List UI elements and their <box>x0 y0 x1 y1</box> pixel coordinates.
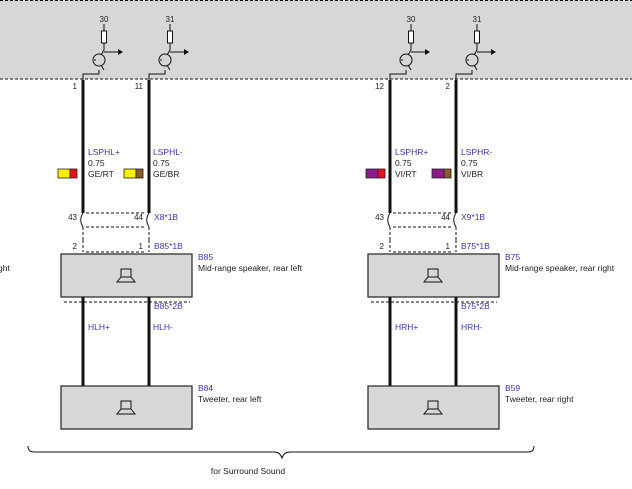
wire-gauge-label: 0.75 <box>88 158 105 168</box>
connector-pin-label: 43 <box>375 213 384 222</box>
connector-pin-label: 44 <box>134 213 143 222</box>
left-channel: LSPHL+ 0.75 GE/RT LSPHL- 0.75 GE/BR 43 4… <box>57 80 303 430</box>
control-unit-housing <box>0 0 632 80</box>
supply-pin-label: 31 <box>166 15 175 24</box>
wire-color-label: VI/RT <box>395 169 417 179</box>
component-description: Mid-range speaker, rear right <box>505 263 615 273</box>
wire-signal-label: LSPHR- <box>461 147 492 157</box>
component-id: B59 <box>505 383 520 393</box>
wire-signal-label: LSPHR+ <box>395 147 428 157</box>
output-pin-12: 12 <box>375 82 384 91</box>
connector-ref-label: B75*1B <box>461 241 490 251</box>
midrange-speaker-b85: B85 Mid-range speaker, rear left <box>60 252 303 298</box>
right-channel: LSPHR+ 0.75 VI/RT LSPHR- 0.75 VI/BR 43 4… <box>365 80 615 430</box>
supply-pin-label: 31 <box>473 15 482 24</box>
transistor-2: 31 <box>158 15 189 71</box>
component-id: B84 <box>198 383 213 393</box>
connector-x8: 43 44 X8*1B <box>68 212 178 228</box>
speaker-icon <box>422 400 444 415</box>
component-description: Tweeter, rear left <box>198 394 262 404</box>
wire-color-label: VI/BR <box>461 169 483 179</box>
connector-pin-label: 1 <box>446 242 451 251</box>
wire-color-swatch <box>365 168 386 179</box>
connector-b85-2b: B85*2B <box>64 301 190 311</box>
output-pin-2: 2 <box>446 82 451 91</box>
supply-pin-label: 30 <box>407 15 416 24</box>
connector-b85-1b: 2 1 B85*1B <box>73 240 183 253</box>
component-description: Tweeter, rear right <box>505 394 574 404</box>
connector-pin-label: 2 <box>380 242 385 251</box>
wire-signal-label: HRH- <box>461 322 482 332</box>
speaker-icon <box>422 268 444 283</box>
transistor-3: 30 <box>399 15 430 71</box>
wire-signal-label: HLH+ <box>88 322 110 332</box>
midrange-speaker-b75: B75 Mid-range speaker, rear right <box>367 252 615 298</box>
component-id: B75 <box>505 252 520 262</box>
wire-signal-label: LSPHL- <box>153 147 183 157</box>
connector-ref-label: X8*1B <box>154 212 178 222</box>
connector-pin-label: 43 <box>68 213 77 222</box>
speaker-icon <box>115 268 137 283</box>
wire-gauge-label: 0.75 <box>461 158 478 168</box>
connector-ref-label: B75*2B <box>461 301 490 311</box>
connector-ref-label: B85*1B <box>154 241 183 251</box>
brace-label: for Surround Sound <box>211 466 285 476</box>
wire-color-swatch <box>431 168 452 179</box>
surround-sound-brace: for Surround Sound <box>27 445 535 476</box>
connector-b75-2b: B75*2B <box>371 301 497 311</box>
component-id: B85 <box>198 252 213 262</box>
connector-b75-1b: 2 1 B75*1B <box>380 240 490 253</box>
wire-color-label: GE/RT <box>88 169 114 179</box>
wire-signal-label: HLH- <box>153 322 173 332</box>
speaker-icon <box>115 400 137 415</box>
wire-signal-label: HRH+ <box>395 322 418 332</box>
transistor-1: 30 <box>92 15 123 71</box>
transistor-4: 31 <box>465 15 496 71</box>
component-description: Mid-range speaker, rear left <box>198 263 303 273</box>
connector-pin-label: 1 <box>139 242 144 251</box>
connector-ref-label: B85*2B <box>154 301 183 311</box>
wire-signal-label: LSPHL+ <box>88 147 120 157</box>
tweeter-b59: B59 Tweeter, rear right <box>367 383 574 430</box>
wire-color-swatch <box>123 168 144 179</box>
wire-color-label: GE/BR <box>153 169 179 179</box>
output-pin-11: 11 <box>135 82 144 91</box>
wire-color-swatch <box>57 168 78 179</box>
tweeter-b84: B84 Tweeter, rear left <box>60 383 262 430</box>
transistor-output-links <box>82 70 473 82</box>
connector-x9: 43 44 X9*1B <box>375 212 485 228</box>
connector-ref-label: X9*1B <box>461 212 485 222</box>
output-pin-1: 1 <box>73 82 78 91</box>
wire-gauge-label: 0.75 <box>153 158 170 168</box>
supply-pin-label: 30 <box>100 15 109 24</box>
connector-pin-label: 2 <box>73 242 78 251</box>
wire-gauge-label: 0.75 <box>395 158 412 168</box>
clipped-label-fragment: ght <box>0 263 10 273</box>
connector-pin-label: 44 <box>441 213 450 222</box>
